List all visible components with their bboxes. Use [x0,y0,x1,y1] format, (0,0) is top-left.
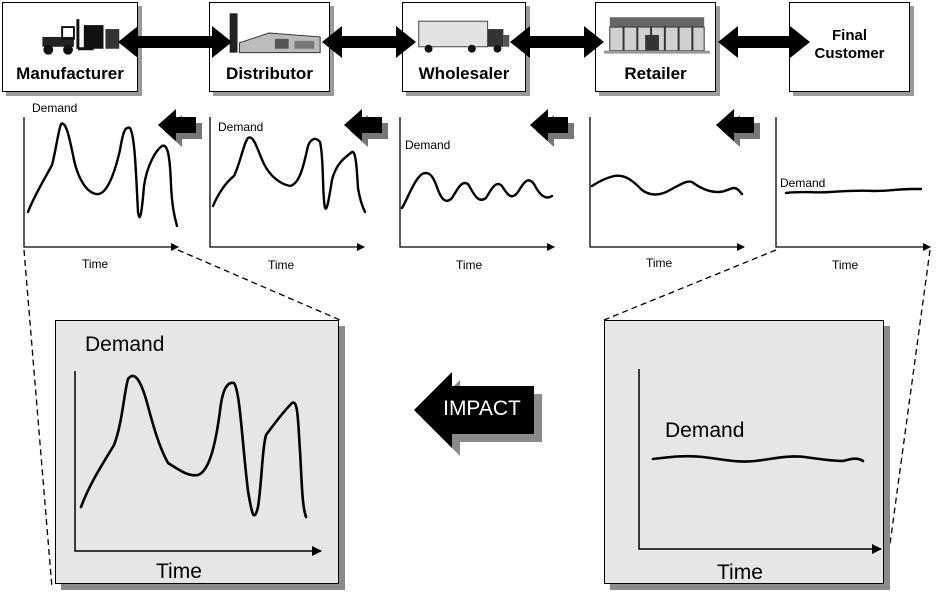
node-wholesaler: Wholesaler [402,2,526,92]
panel-x-label: Time [268,258,295,272]
zoom-panel-manufacturer: Demand Time [55,320,339,584]
zoom-y-label: Demand [85,333,165,356]
zoom-connectors [23,249,931,589]
node-manufacturer: Manufacturer [2,2,138,92]
zoom-x-label: Time [156,560,202,583]
left-arrow-icon [530,109,574,147]
zoom-chart [638,369,882,554]
demand-curve [590,174,744,196]
left-arrow-icon [716,109,760,147]
panel-y-label: Demand [405,138,451,152]
zoom-x-label: Time [717,561,763,584]
left-arrow-icon [344,109,388,147]
forklift-icon [42,19,120,55]
demand-curve [211,136,367,214]
demand-curve [26,122,179,228]
demand-curve [784,187,923,195]
panel-y-label: Demand [780,176,826,190]
node-final-customer: Final Customer [789,2,910,92]
zoom-chart [74,371,322,556]
panel-axes [23,117,931,251]
node-label: Manufacturer [16,64,124,83]
zoom-panel-final-customer: Demand Time [604,320,884,584]
panel-x-label: Time [456,258,483,272]
truck-icon [418,20,510,53]
node-label: Distributor [226,64,313,83]
double-arrow-icon [510,26,604,58]
demand-curve [400,171,554,210]
node-label: Wholesaler [418,64,510,83]
node-label: Retailer [624,64,687,83]
demand-curve [651,454,865,463]
panel-x-label: Time [832,258,859,272]
node-retailer: Retailer [595,2,716,92]
panel-x-label: Time [646,256,673,270]
node-distributor: Distributor [209,2,330,92]
panel-y-label: Demand [218,120,264,134]
impact-label: IMPACT [443,397,521,420]
warehouse-icon [229,13,321,54]
demand-curve [79,374,308,519]
zoom-y-label: Demand [665,419,745,442]
left-arrow-icon [158,109,202,147]
double-arrow-icon [118,26,232,58]
panel-x-label: Time [82,257,109,271]
double-arrow-icon [718,26,810,58]
store-icon [603,17,711,54]
node-label: Final Customer [814,27,885,62]
panel-y-label: Demand [32,101,78,115]
double-arrow-icon [322,26,416,58]
